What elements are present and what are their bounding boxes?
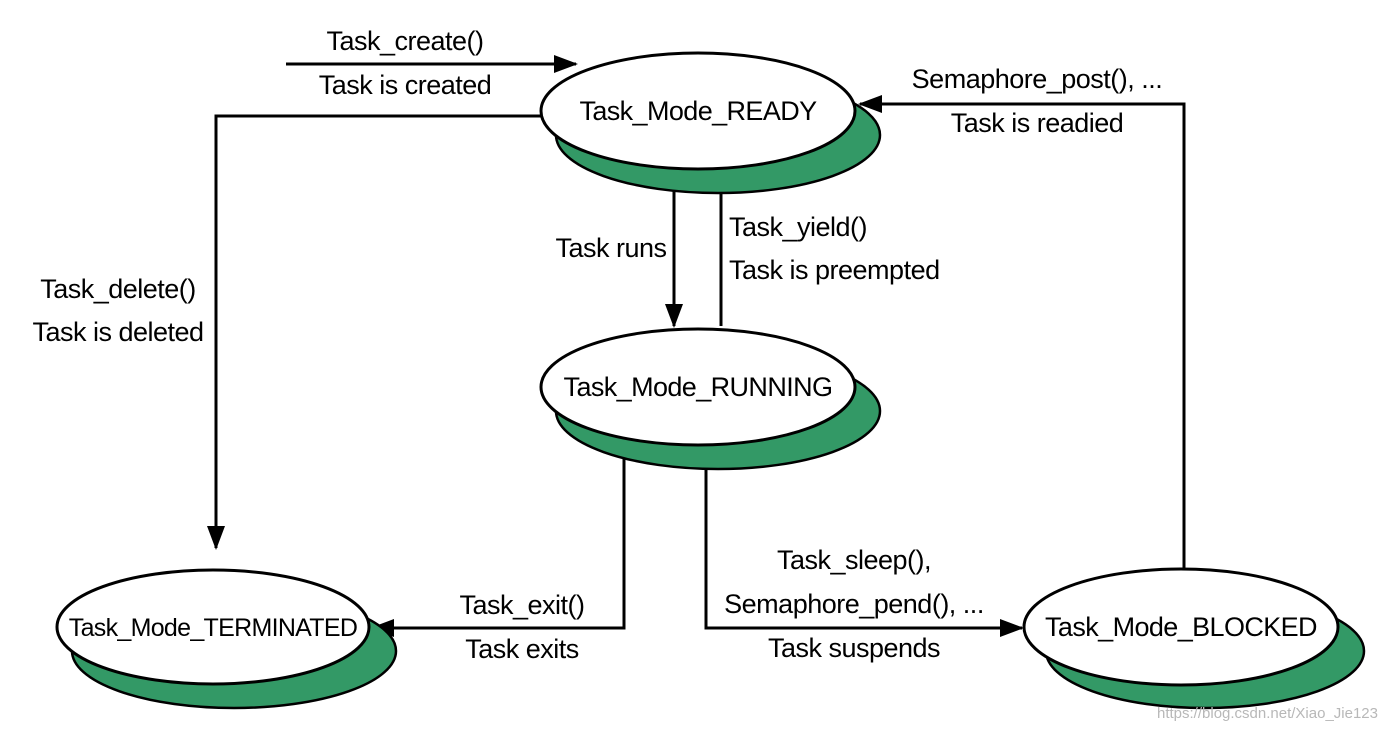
transition-yield: Task_yield() Task is preempted [712,170,940,326]
delete-arrow [207,114,543,550]
suspend-arrow [704,448,1024,637]
delete-desc-label: Task is deleted [32,317,203,347]
state-ready-label: Task_Mode_READY [579,96,817,126]
yield-call-label: Task_yield() [729,212,867,242]
state-terminated: Task_Mode_TERMINATED [55,568,398,710]
watermark-text: https://blog.csdn.net/Xiao_Jie123 [1157,705,1378,722]
transition-exit: Task_exit() Task exits [370,442,626,664]
transition-create: Task_create() Task is created [286,26,578,100]
suspend-call1-label: Task_sleep(), [777,545,931,575]
state-running: Task_Mode_RUNNING [539,327,882,471]
runs-desc-label: Task runs [555,233,666,263]
state-running-ellipse [539,327,857,447]
state-ready: Task_Mode_READY [539,51,882,195]
readied-desc-label: Task is readied [951,108,1124,138]
delete-call-label: Task_delete() [40,274,196,304]
state-blocked: Task_Mode_BLOCKED [1022,567,1366,710]
transition-runs: Task runs [555,172,683,328]
state-blocked-ellipse [1022,567,1340,687]
suspend-desc-label: Task suspends [768,633,940,663]
exit-arrow [370,442,626,637]
suspend-call2-label: Semaphore_pend(), ... [724,589,984,619]
state-ready-ellipse [539,51,857,171]
state-terminated-label: Task_Mode_TERMINATED [69,614,357,642]
yield-desc-label: Task is preempted [729,255,940,285]
state-terminated-ellipse [55,568,371,686]
readied-arrow [858,95,1186,568]
create-call-label: Task_create() [326,26,483,56]
exit-call-label: Task_exit() [459,590,584,620]
transition-readied: Semaphore_post(), ... Task is readied [858,64,1186,568]
transition-delete: Task_delete() Task is deleted [32,114,543,550]
exit-desc-label: Task exits [465,634,579,664]
transition-suspend: Task_sleep(), Semaphore_pend(), ... Task… [704,448,1024,663]
create-desc-label: Task is created [319,70,492,100]
state-blocked-label: Task_Mode_BLOCKED [1045,612,1317,642]
state-running-label: Task_Mode_RUNNING [564,372,833,402]
readied-call-label: Semaphore_post(), ... [912,64,1163,94]
